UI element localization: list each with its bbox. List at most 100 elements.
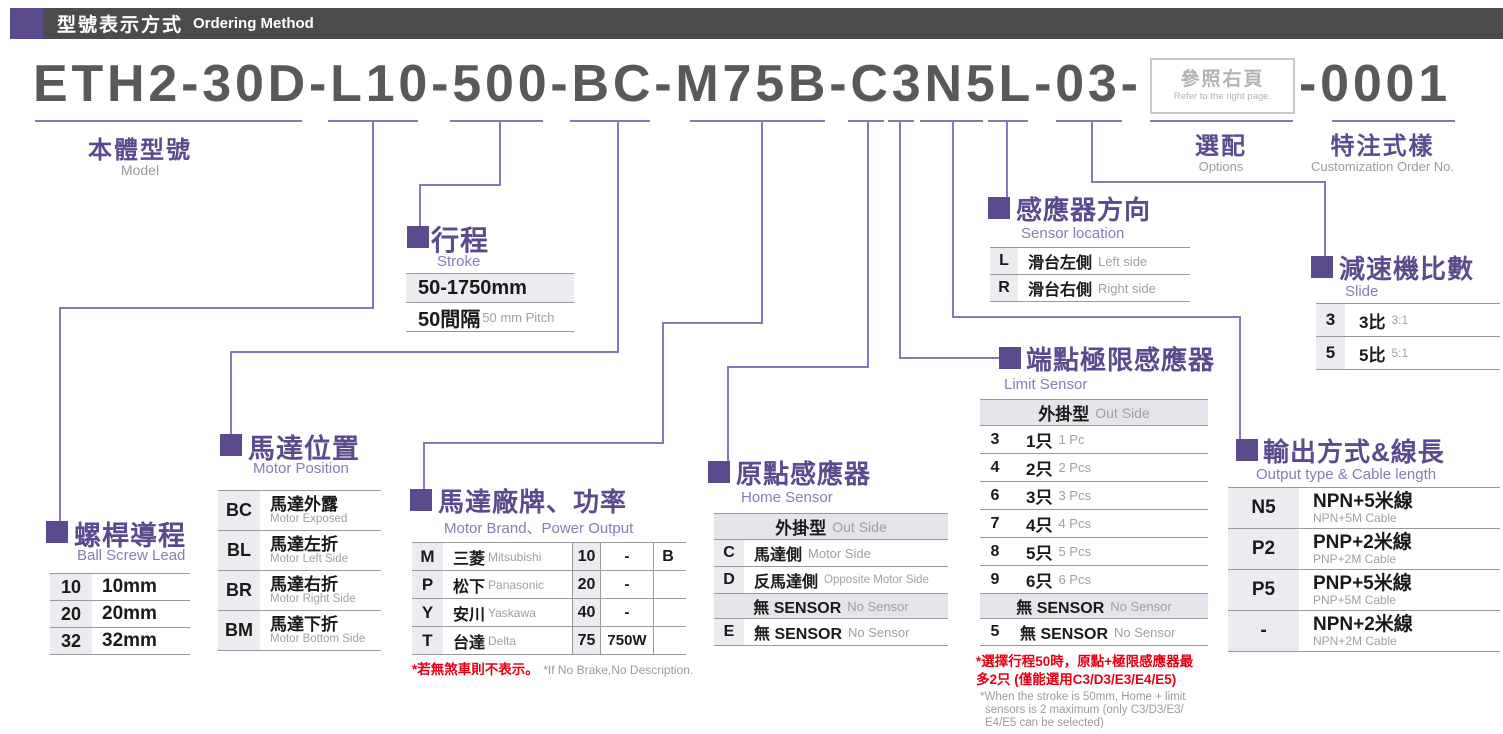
group-en: Out Side: [832, 518, 887, 535]
bullet-square-icon: [1236, 439, 1258, 461]
desc-en: Motor Left Side: [270, 553, 348, 566]
code-cell: C: [714, 540, 746, 566]
code-cell: 10: [50, 574, 94, 600]
table-row: 3 1只 1 Pc: [980, 426, 1208, 454]
power-code: 75: [573, 627, 601, 654]
footnote-gray-line: *When the stroke is 50mm, Home + limit: [980, 691, 1186, 703]
code-cell: N5: [1228, 488, 1301, 528]
home-sensor-table: 外掛型 Out Side C 馬達側 Motor Side D 反馬達側 Opp…: [714, 513, 948, 646]
code-cell: L: [990, 248, 1020, 274]
desc-en: Motor Exposed: [270, 513, 348, 526]
model-number-main: ETH2-30D-L10-500-BC-M75B-C3N5L-03-: [33, 55, 1142, 113]
desc-sub: PNP+2M Cable: [1313, 551, 1397, 566]
sensor-location-title-zh: 感應器方向: [1016, 195, 1152, 225]
code-cell: E: [714, 619, 746, 645]
motor-brand-table: M 三菱 Mitsubishi 10 - B P 松下 Panasonic 20…: [412, 542, 686, 655]
desc-en: Motor Side: [808, 545, 871, 561]
code-cell: -: [1228, 611, 1301, 651]
desc-sub: NPN+2M Cable: [1313, 633, 1397, 648]
table-row: 20 20mm: [50, 601, 190, 628]
code-cell: T: [412, 627, 445, 654]
home-sensor-title-zh: 原點感應器: [736, 459, 872, 489]
stroke-pitch-zh: 50間隔: [418, 308, 481, 331]
custom-label-zh: 特注式樣: [1330, 133, 1435, 160]
desc-en: 6 Pcs: [1058, 572, 1091, 587]
table-row: 3 3比 3:1: [1316, 304, 1500, 337]
page-title-zh: 型號表示方式: [57, 15, 184, 36]
slide-title-zh: 減速機比數: [1339, 254, 1475, 284]
limit-sensor-footnote-red: *選擇行程50時，原點+極限感應器最 多2只 (僅能選用C3/D3/E3/E4/…: [976, 653, 1193, 689]
table-row: 5 無 SENSOR No Sensor: [980, 619, 1208, 646]
bullet-square-icon: [46, 521, 68, 543]
desc-zh: 1只: [1026, 432, 1053, 451]
brand-zh: 台達: [453, 634, 486, 652]
table-row: E 無 SENSOR No Sensor: [714, 619, 948, 646]
desc-en: Motor Bottom Side: [270, 633, 366, 646]
table-row: T 台達 Delta 75 750W: [412, 627, 686, 655]
code-cell: 7: [980, 510, 1012, 537]
table-row: 50間隔 50 mm Pitch: [406, 303, 574, 332]
motor-brand-title-en: Motor Brand、Power Output: [444, 520, 634, 537]
slide-title-en: Slide: [1345, 283, 1379, 300]
desc-main: PNP+5米線: [1313, 572, 1412, 594]
brand-en: Yaskawa: [488, 605, 536, 620]
table-row: L 滑台左側 Left side: [990, 248, 1190, 275]
options-label-zh: 選配: [1195, 133, 1247, 160]
home-sensor-title-en: Home Sensor: [741, 489, 833, 506]
table-row: C 馬達側 Motor Side: [714, 540, 948, 567]
brake-code: B: [662, 547, 674, 565]
sensor-location-table: L 滑台左側 Left side R 滑台右側 Right side: [990, 247, 1190, 302]
desc-en: 1 Pc: [1058, 432, 1085, 447]
desc-main: 5比: [1359, 345, 1386, 365]
power-code: 20: [573, 571, 601, 598]
table-row: BR 馬達右折 Motor Right Side: [218, 571, 381, 611]
table-row: 8 5只 5 Pcs: [980, 538, 1208, 566]
desc-en: 3 Pcs: [1058, 488, 1091, 503]
options-ref-box: 參照右頁 Refer to the right page.: [1150, 58, 1295, 114]
desc-main: PNP+2米線: [1313, 531, 1412, 553]
table-row: 50-1750mm: [406, 274, 574, 303]
desc-en: 5 Pcs: [1058, 544, 1091, 559]
output-type-table: N5 NPN+5米線 NPN+5M Cable P2 PNP+2米線 PNP+2…: [1228, 487, 1500, 652]
desc-zh: 5只: [1026, 544, 1053, 563]
bullet-square-icon: [407, 226, 429, 248]
code-cell: 3: [980, 426, 1012, 453]
table-row: M 三菱 Mitsubishi 10 - B: [412, 543, 686, 571]
table-row: 5 5比 5:1: [1316, 337, 1500, 370]
model-number-tail: -0001: [1299, 55, 1451, 113]
desc-zh: 3只: [1026, 488, 1053, 507]
code-cell: 5: [980, 619, 1012, 645]
ball-screw-lead-table: 10 10mm 20 20mm 32 32mm: [50, 573, 190, 655]
brand-zh: 松下: [453, 578, 486, 596]
desc-zh: 無 SENSOR: [754, 626, 843, 643]
table-row: 4 2只 2 Pcs: [980, 454, 1208, 482]
table-row: BL 馬達左折 Motor Left Side: [218, 531, 381, 571]
code-cell: BL: [218, 531, 262, 570]
options-ref-zh: 參照右頁: [1180, 69, 1265, 90]
table-row: R 滑台右側 Right side: [990, 275, 1190, 302]
bullet-square-icon: [410, 489, 432, 511]
stroke-range: 50-1750mm: [418, 276, 527, 299]
power-desc: -: [624, 548, 630, 565]
desc-en: Left side: [1098, 253, 1148, 269]
group-en: Out Side: [1095, 404, 1150, 421]
table-row: 9 6只 6 Pcs: [980, 566, 1208, 594]
ball-screw-lead-title-en: Ball Screw Lead: [77, 547, 186, 564]
code-cell: P: [412, 571, 445, 598]
bullet-square-icon: [1311, 256, 1333, 278]
group-en: No Sensor: [1110, 598, 1172, 614]
page-title-en: Ordering Method: [193, 15, 314, 32]
code-cell: R: [990, 275, 1020, 301]
bullet-square-icon: [708, 461, 730, 483]
brand-zh: 三菱: [453, 550, 486, 568]
desc-cell: 10mm: [102, 576, 157, 597]
power-code: 40: [573, 599, 601, 626]
footnote-gray-line: E4/E5 can be selected): [985, 717, 1104, 729]
power-desc: -: [624, 576, 630, 593]
desc-en: Opposite Motor Side: [824, 574, 929, 586]
model-label-en: Model: [120, 162, 160, 178]
desc-zh: 6只: [1026, 572, 1053, 591]
desc-en: No Sensor: [1114, 624, 1176, 640]
code-cell: Y: [412, 599, 445, 626]
